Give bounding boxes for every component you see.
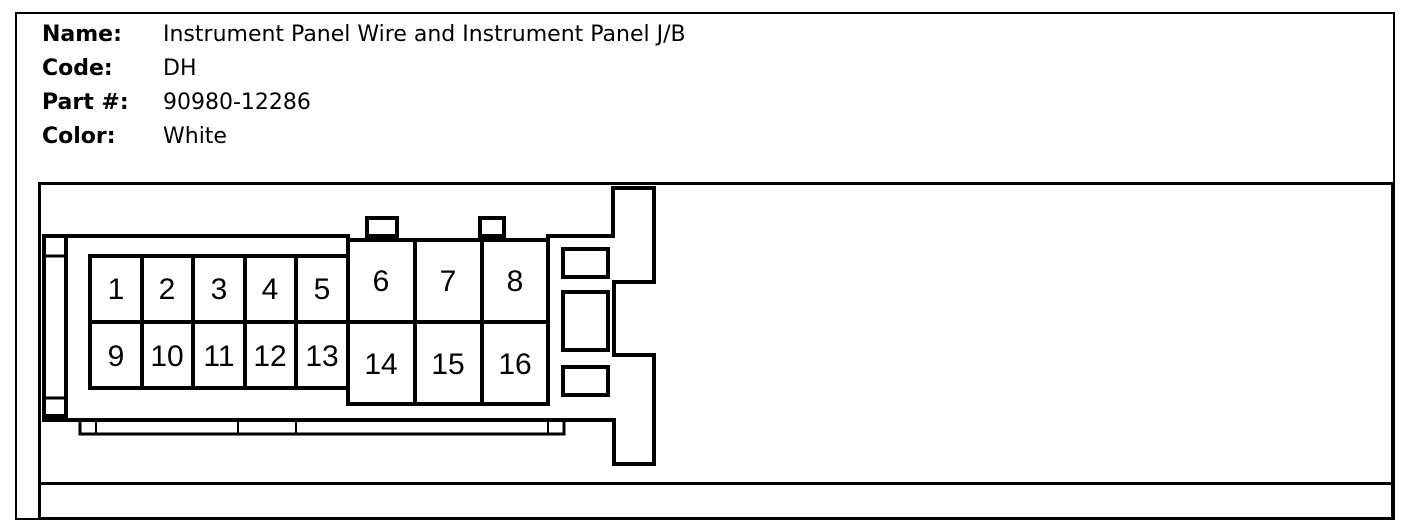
- top-tab-left: [365, 216, 399, 238]
- pin-label-16: 16: [498, 348, 531, 381]
- connector-diagram-box: [38, 182, 1394, 520]
- pin-label-1: 1: [108, 273, 125, 306]
- pin-label-10: 10: [150, 340, 183, 373]
- pin-label-4: 4: [262, 273, 279, 306]
- name-value: Instrument Panel Wire and Instrument Pan…: [163, 22, 686, 47]
- top-tab-right: [478, 216, 506, 238]
- name-label: Name:: [42, 22, 122, 47]
- pin-label-8: 8: [507, 265, 524, 298]
- bottom-strip: [38, 482, 1394, 520]
- pin-grid-small: [88, 254, 350, 390]
- pin-label-7: 7: [440, 265, 457, 298]
- pin-label-11: 11: [203, 340, 234, 373]
- code-label: Code:: [42, 56, 113, 81]
- bottom-rail: [78, 418, 566, 436]
- pin-label-5: 5: [314, 273, 331, 306]
- key-slot-middle: [561, 290, 610, 352]
- pin-label-3: 3: [211, 273, 228, 306]
- pin-label-12: 12: [253, 340, 286, 373]
- part-value: 90980-12286: [163, 90, 311, 115]
- pin-label-6: 6: [373, 265, 390, 298]
- key-slot-top: [561, 247, 610, 279]
- key-slot-bottom: [561, 365, 610, 397]
- pin-grid-large: [346, 238, 550, 406]
- color-label: Color:: [42, 124, 116, 149]
- pin-label-14: 14: [364, 348, 397, 381]
- left-latch: [42, 234, 68, 418]
- color-value: White: [163, 124, 227, 149]
- pin-label-13: 13: [305, 340, 338, 373]
- part-label: Part #:: [42, 90, 129, 115]
- pin-label-2: 2: [159, 273, 176, 306]
- pin-label-15: 15: [431, 348, 464, 381]
- code-value: DH: [163, 56, 197, 81]
- pin-label-9: 9: [108, 340, 125, 373]
